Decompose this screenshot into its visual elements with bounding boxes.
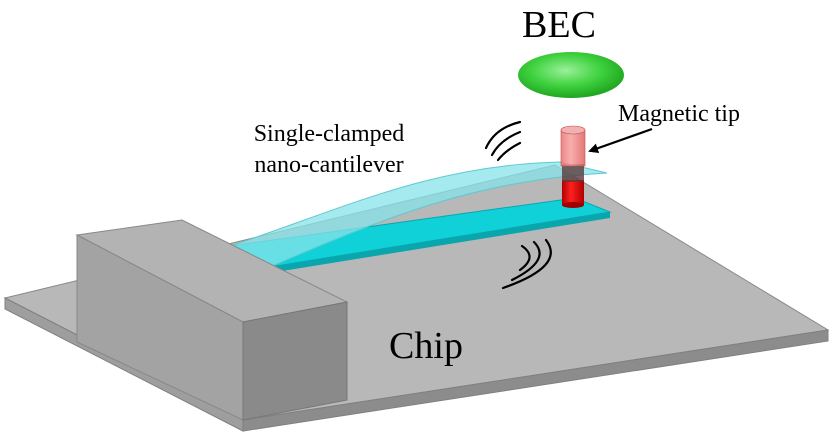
cantilever-rest-edge xyxy=(270,212,610,273)
bec-cloud xyxy=(518,52,624,98)
arrow-icon xyxy=(588,127,653,154)
cantilever-label-line1: Single-clamped xyxy=(254,121,405,147)
clamp-side-face xyxy=(242,301,348,421)
vibration-arc-icon xyxy=(484,120,522,162)
magnetic-tip xyxy=(560,125,586,208)
cantilever-deflected xyxy=(228,161,608,268)
tip-translucent-upper xyxy=(560,129,586,167)
clamp-block xyxy=(75,219,349,421)
cantilever-label-line2: nano-cantilever xyxy=(254,152,403,178)
vibration-arc-icon xyxy=(501,238,552,290)
cantilever-deflected-body xyxy=(228,161,608,268)
tip-top-cap xyxy=(560,125,586,135)
chip-side-face xyxy=(242,329,829,432)
chip-label: Chip xyxy=(389,325,463,367)
tip-dark-band xyxy=(562,164,584,182)
tip-solid-bottom xyxy=(562,202,584,208)
tip-solid-lower xyxy=(562,180,584,205)
bec-label: BEC xyxy=(522,4,596,46)
magnetic-tip-label: Magnetic tip xyxy=(618,101,740,127)
